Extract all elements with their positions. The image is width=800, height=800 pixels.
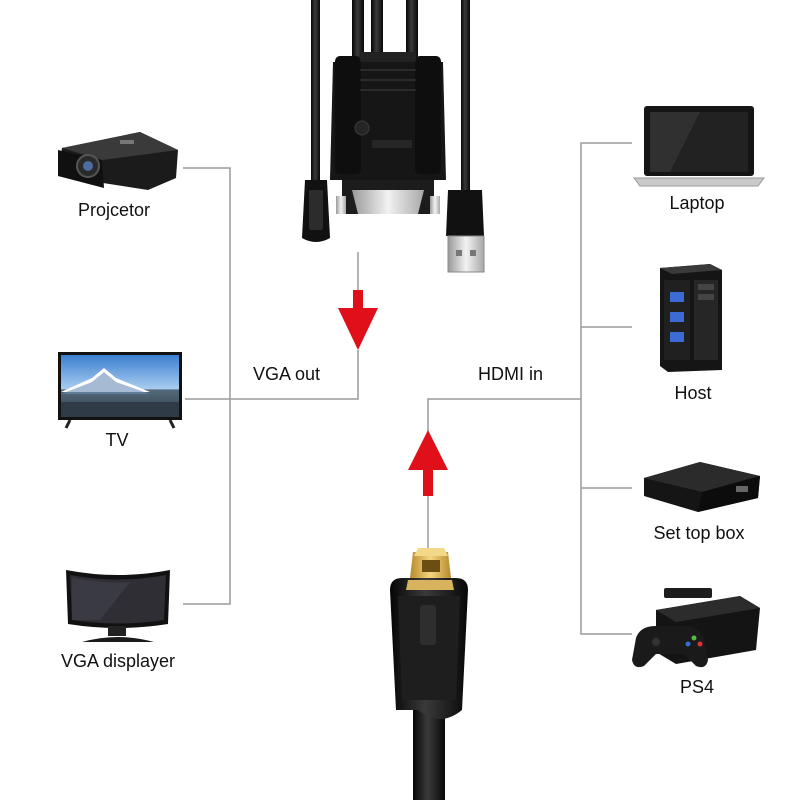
device-label-tv: TV [105,430,129,450]
laptop-icon [633,106,765,187]
game-console-icon [632,588,760,668]
left-connection-lines [183,167,359,605]
device-label-host: Host [674,383,712,403]
device-label-projector: Projcetor [77,200,151,220]
set-top-box-icon [644,462,760,512]
device-label-vga-displayer: VGA displayer [60,651,176,671]
vga-out-label: VGA out [253,364,321,384]
line-projector [183,167,231,605]
line-tv [185,350,359,400]
arrow-down-icon [338,290,378,350]
device-label-laptop: Laptop [669,193,725,213]
device-label-ps4: PS4 [679,677,715,697]
right-connection-lines [357,142,632,635]
hdmi-in-label: HDMI in [478,364,544,384]
line-right-bus [580,142,632,635]
vga-cable [302,0,485,273]
tv-icon [58,352,182,429]
arrow-up-icon [408,430,448,496]
line-hdmi-in [427,398,581,436]
device-label-set-top-box: Set top box [653,523,745,543]
desktop-tower-icon [660,264,722,372]
hdmi-cable [390,548,468,800]
projector-icon [58,132,178,190]
curved-monitor-icon [66,570,170,642]
